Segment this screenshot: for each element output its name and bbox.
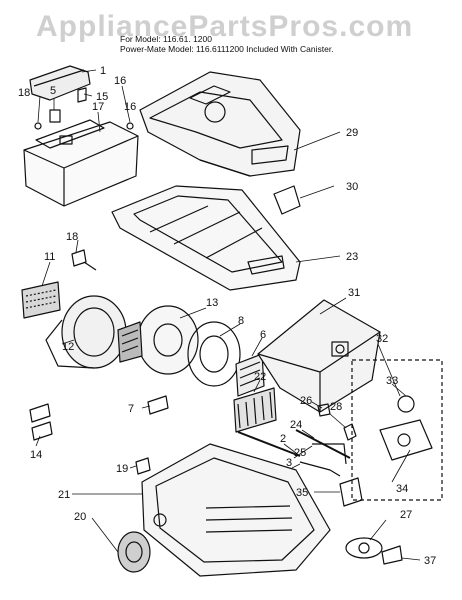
part-2-rod [237,431,301,457]
callout-17: 17 [92,101,104,113]
callout-21: 21 [58,489,70,501]
callout-23: 23 [346,251,358,263]
clip-part [71,249,97,271]
motor-part [117,305,199,375]
handle-housing-part [23,119,139,207]
callout-3: 3 [286,457,292,469]
watermark: AppliancePartsPros.com [36,10,414,43]
lid-frame-part [111,185,301,291]
filter-pad-part [21,281,61,319]
dust-bag-part [257,299,381,413]
callout-8: 8 [238,315,244,327]
callout-32: 32 [376,333,388,345]
callout-18-alt: 18 [66,231,78,243]
bag-holder-part [379,419,433,461]
part-28 [343,423,357,441]
grille-part [233,387,277,433]
callout-5: 5 [50,85,56,97]
part-3-wire [299,461,341,477]
part-14 [29,403,53,441]
callout-35: 35 [296,487,308,499]
latch-part [273,185,301,215]
part-7 [147,395,169,415]
callout-20: 20 [74,511,86,523]
callout-6: 6 [260,329,266,341]
part-16-screw [126,122,134,130]
callout-11: 11 [44,251,55,263]
callout-22: 22 [254,371,266,383]
handle-part [29,65,91,101]
callout-1: 1 [100,65,106,77]
callout-30: 30 [346,181,358,193]
part-25-cord [312,443,347,465]
callout-31: 31 [348,287,360,299]
callout-12: 12 [62,341,74,353]
callout-29: 29 [346,127,358,139]
leader-lines [35,69,421,561]
swivel-wheel-part [345,537,403,565]
callout-16: 16 [114,75,126,87]
part-19 [135,457,151,475]
callout-13: 13 [206,297,218,309]
header-line-1: For Model: 116.61. 1200 [120,34,212,44]
wheel-part [117,531,151,573]
callout-2: 2 [280,433,286,445]
part-5 [49,109,61,123]
callout-14: 14 [30,449,42,461]
bag-holder-group [351,359,443,501]
callout-34: 34 [396,483,408,495]
header-line-2: Power-Mate Model: 116.6111200 Included W… [120,44,334,54]
callout-24: 24 [290,419,302,431]
callout-25: 25 [294,447,306,459]
callout-16-alt: 16 [124,101,136,113]
callout-27: 27 [400,509,412,521]
part-35 [339,477,363,507]
callout-7: 7 [128,403,134,415]
canister-base-part [141,443,331,577]
part-18-screw [34,122,42,130]
hood-part [139,71,301,177]
callout-19: 19 [116,463,128,475]
callout-15: 15 [96,91,108,103]
callout-37: 37 [424,555,436,567]
callout-18: 18 [18,87,30,99]
callout-33: 33 [386,375,398,387]
part-15 [77,87,87,103]
bag-ring-part [397,395,415,413]
callout-28: 28 [330,401,342,413]
gasket-part [187,321,241,387]
callout-26: 26 [300,395,312,407]
